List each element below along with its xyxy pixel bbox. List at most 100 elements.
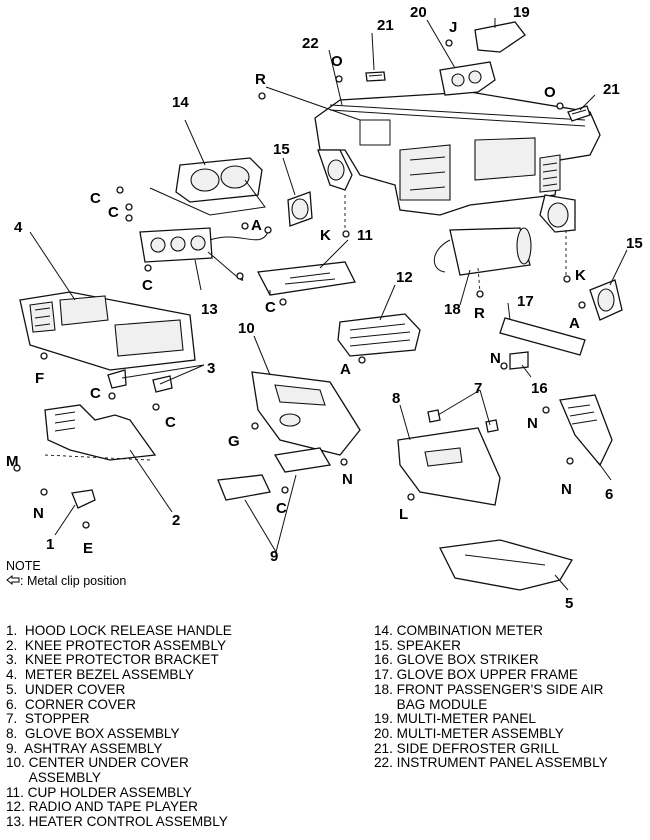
callout-21-right: 21 <box>603 81 620 98</box>
callout-18: 18 <box>444 301 461 318</box>
callout-M: M <box>6 453 19 470</box>
callout-1: 1 <box>46 536 54 553</box>
legend-item: 2. KNEE PROTECTOR ASSEMBLY <box>6 637 227 653</box>
stopper-left <box>427 409 441 423</box>
metal-clip-arrow-icon <box>6 574 20 589</box>
speaker-right <box>589 279 623 321</box>
legend-item: 5. UNDER COVER <box>6 681 126 697</box>
callout-A2: A <box>569 315 580 332</box>
ashtray-assembly-upper <box>273 447 332 473</box>
speaker-left <box>287 191 313 227</box>
callout-N2: N <box>527 415 538 432</box>
callout-9: 9 <box>270 548 278 565</box>
instrument-panel-exploded-diagram: 21 20 19 J 22 O R 21 O 14 15 C C A K 11 … <box>6 4 643 612</box>
legend-item: 1. HOOD LOCK RELEASE HANDLE <box>6 623 232 638</box>
callout-N1: N <box>490 350 501 367</box>
note-title: NOTE <box>6 559 41 573</box>
glove-box-upper-frame <box>499 317 586 356</box>
legend-item: 16. GLOVE BOX STRIKER <box>374 652 539 668</box>
passenger-air-bag-module <box>433 227 532 276</box>
legend-item: 22. INSTRUMENT PANEL ASSEMBLY <box>374 755 608 771</box>
knee-protector-bracket-left <box>107 369 127 389</box>
callout-11: 11 <box>357 227 373 244</box>
legend-item: 3. KNEE PROTECTOR BRACKET <box>6 652 219 668</box>
parts-legend-left: 1. HOOD LOCK RELEASE HANDLE 2. KNEE PROT… <box>6 623 346 830</box>
knee-protector-assembly <box>44 404 157 461</box>
callout-C2: C <box>108 204 119 221</box>
multi-meter-assembly <box>439 61 496 96</box>
callout-C4: C <box>265 299 276 316</box>
corner-cover <box>559 394 613 467</box>
legend-item: 11. CUP HOLDER ASSEMBLY <box>6 784 192 800</box>
legend-item: 13. HEATER CONTROL ASSEMBLY <box>6 814 228 830</box>
callout-O-right: O <box>544 84 556 101</box>
callout-10: 10 <box>238 320 255 337</box>
callout-16: 16 <box>531 380 548 397</box>
callout-R-bottom: R <box>474 305 485 322</box>
glove-box-assembly <box>397 427 501 506</box>
callout-4: 4 <box>14 219 23 236</box>
callout-20: 20 <box>410 4 427 21</box>
legend-item: 17. GLOVE BOX UPPER FRAME <box>374 667 578 683</box>
stopper-right <box>485 419 499 433</box>
callout-12: 12 <box>396 269 413 286</box>
callout-C5: C <box>90 385 101 402</box>
legend-item: 4. METER BEZEL ASSEMBLY <box>6 667 195 683</box>
callout-N4: N <box>561 481 572 498</box>
glove-box-striker <box>509 351 529 370</box>
under-cover <box>439 539 573 591</box>
leader-lines <box>29 18 628 591</box>
note-row: : Metal clip position <box>6 574 126 589</box>
legend-item: 8. GLOVE BOX ASSEMBLY <box>6 725 180 741</box>
callout-K2: K <box>575 267 586 284</box>
parts-legend-right: 14. COMBINATION METER 15. SPEAKER 16. GL… <box>374 623 644 771</box>
callout-O-left: O <box>331 53 343 70</box>
callout-8: 8 <box>392 390 400 407</box>
callout-C6: C <box>165 414 176 431</box>
legend-item: 21. SIDE DEFROSTER GRILL <box>374 740 560 756</box>
callout-K1: K <box>320 227 331 244</box>
callout-7: 7 <box>474 380 482 397</box>
callout-15-left: 15 <box>273 141 290 158</box>
note-text: : Metal clip position <box>20 574 127 588</box>
instrument-panel-assembly <box>314 91 601 233</box>
radio-and-tape-player <box>337 313 421 357</box>
legend-item: 18. FRONT PASSENGER'S SIDE AIR BAG MODUL… <box>374 681 604 712</box>
callout-22: 22 <box>302 35 319 52</box>
legend-item: 14. COMBINATION METER <box>374 623 543 638</box>
callout-R-top: R <box>255 71 266 88</box>
note-block: NOTE : Metal clip position <box>6 559 126 589</box>
hood-lock-release-handle <box>71 489 96 509</box>
callout-13: 13 <box>201 301 218 318</box>
callout-5: 5 <box>565 595 573 612</box>
callout-6: 6 <box>605 486 613 503</box>
callout-19: 19 <box>513 4 530 21</box>
callout-2: 2 <box>172 512 180 529</box>
legend-item: 6. CORNER COVER <box>6 696 136 712</box>
combination-meter <box>149 157 266 216</box>
callout-15-right: 15 <box>626 235 643 252</box>
meter-bezel-assembly <box>19 291 196 371</box>
legend-item: 9. ASHTRAY ASSEMBLY <box>6 740 163 756</box>
heater-control-assembly <box>139 226 272 281</box>
multi-meter-panel <box>474 21 526 53</box>
callout-17: 17 <box>517 293 534 310</box>
cup-holder-assembly <box>256 261 356 296</box>
callout-A1: A <box>251 217 262 234</box>
callout-C1: C <box>90 190 101 207</box>
fasteners <box>13 39 586 529</box>
callout-C7: C <box>276 500 287 517</box>
side-defroster-grill-left <box>365 71 386 82</box>
callout-A3: A <box>340 361 351 378</box>
legend-item: 7. STOPPER <box>6 711 90 727</box>
center-under-cover-assembly <box>251 371 361 456</box>
legend-item: 20. MULTI-METER ASSEMBLY <box>374 725 564 741</box>
side-defroster-grill-right <box>567 105 591 122</box>
ashtray-assembly-lower <box>217 474 271 501</box>
callout-E: E <box>83 540 93 557</box>
callout-14: 14 <box>172 94 189 111</box>
legend-item: 10. CENTER UNDER COVER ASSEMBLY <box>6 755 189 786</box>
callout-L: L <box>399 506 408 523</box>
callout-C3: C <box>142 277 153 294</box>
